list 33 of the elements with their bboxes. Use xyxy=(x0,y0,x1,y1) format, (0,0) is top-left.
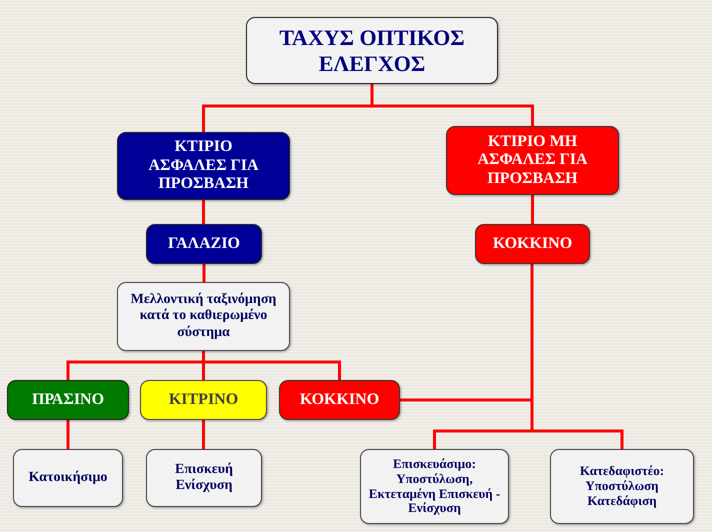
process-box xyxy=(13,449,123,507)
box-label: Κατοικήσιμο xyxy=(28,470,108,486)
category-box xyxy=(279,380,400,420)
title-box xyxy=(246,17,498,84)
category-box xyxy=(7,380,129,420)
box-label: ΚΙΤΡΙΝΟ xyxy=(168,390,238,410)
connector-line xyxy=(202,264,206,282)
category-box xyxy=(117,132,290,200)
connector-line xyxy=(531,195,534,224)
process-box xyxy=(146,449,262,507)
box-label: Επισκευή Ενίσχυση xyxy=(174,462,234,494)
box-label: ΚΟΚΚΙΝΟ xyxy=(492,234,572,254)
connector-line xyxy=(370,84,534,126)
connector-line xyxy=(66,420,70,449)
box-label: Κατεδαφιστέο: Υποστύλωση Κατεδάφιση xyxy=(578,464,666,509)
connector-line xyxy=(202,200,205,224)
box-label: ΠΡΑΣΙΝΟ xyxy=(32,390,104,410)
category-box xyxy=(146,224,262,264)
box-label: ΚΤΙΡΙΟ ΑΣΦΑΛΕΣ ΓΙΑ ΠΡΟΣΒΑΣΗ xyxy=(147,138,260,194)
connector-line xyxy=(202,351,341,380)
box-label: ΚΤΙΡΙΟ ΜΗ ΑΣΦΑΛΕΣ ΓΙΑ ΠΡΟΣΒΑΣΗ xyxy=(476,132,588,188)
process-box xyxy=(360,449,509,524)
connector-line xyxy=(202,420,205,449)
category-box xyxy=(475,224,590,264)
category-box xyxy=(446,126,619,195)
process-box xyxy=(550,449,694,524)
box-label: Μελλοντική ταξινόμηση κατά το καθιερωμένο σύστημα xyxy=(130,292,278,341)
box-label: Επισκευάσιμο: Υποστύλωση, Εκτεταμένη Επισκευή - Ενίσχυση xyxy=(368,456,502,516)
process-box xyxy=(117,282,290,351)
box-label: ΓΑΛΑΖΙΟ xyxy=(168,234,240,254)
box-label: ΚΟΚΚΙΝΟ xyxy=(300,390,380,410)
category-box xyxy=(140,380,267,420)
box-label: ΤΑΧΥΣ ΟΠΤΙΚΟΣ ΕΛΕΓΧΟΣ xyxy=(278,25,466,76)
